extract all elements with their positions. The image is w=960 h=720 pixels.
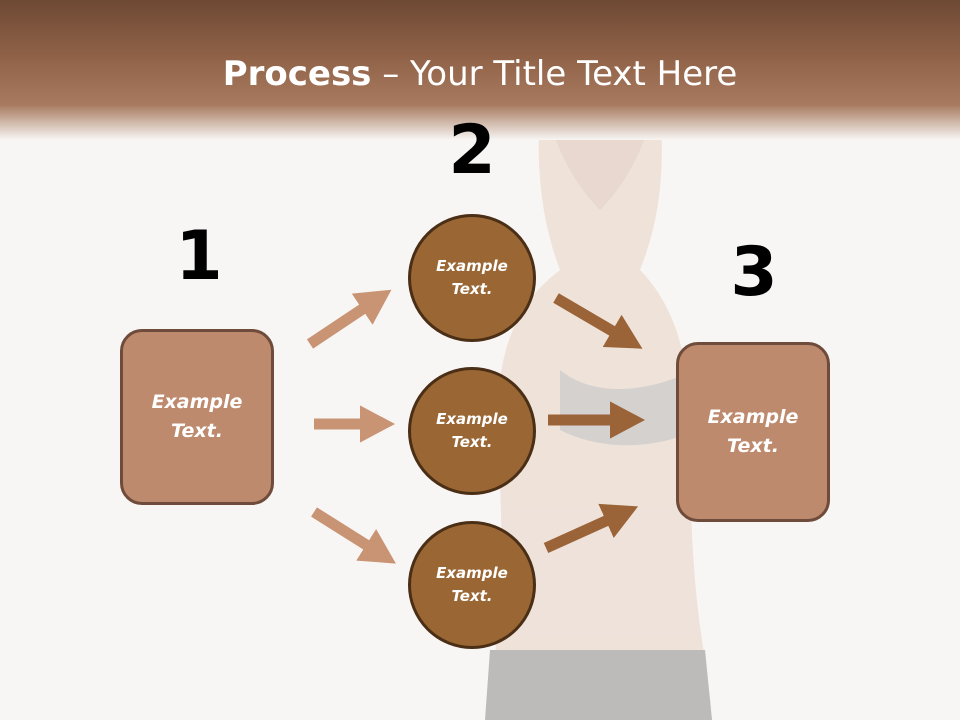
arrow-2c-to-3 [543, 503, 639, 554]
step-1-text-line1: Example [151, 391, 243, 413]
step-2-bottom-text: Example Text. [436, 562, 508, 608]
step-1-box: Example Text. [120, 329, 274, 505]
step-2-middle-line2: Text. [451, 433, 493, 451]
step-number-2: 2 [448, 111, 496, 190]
step-1-text-line2: Text. [171, 420, 223, 442]
step-2-middle-line1: Example [436, 410, 508, 428]
title-bold: Process [222, 54, 372, 94]
step-2-circle-middle: Example Text. [408, 367, 536, 495]
step-2-bottom-line1: Example [436, 564, 508, 582]
step-3-box: Example Text. [676, 342, 830, 522]
step-2-top-line1: Example [436, 257, 508, 275]
step-number-3: 3 [730, 233, 778, 312]
step-2-circle-top: Example Text. [408, 214, 536, 342]
step-3-text: Example Text. [708, 403, 799, 461]
step-2-top-text: Example Text. [436, 255, 508, 301]
slide-title: Process – Your Title Text Here [0, 52, 960, 96]
arrow-1-to-2a [306, 289, 392, 349]
header-band [0, 0, 960, 140]
step-3-text-line1: Example [707, 406, 799, 428]
step-1-text: Example Text. [152, 388, 243, 446]
step-2-bottom-line2: Text. [451, 587, 493, 605]
step-3-text-line2: Text. [727, 435, 779, 457]
arrow-1-to-2c [311, 507, 396, 564]
step-2-circle-bottom: Example Text. [408, 521, 536, 649]
title-rest: – Your Title Text Here [371, 54, 738, 94]
arrow-2a-to-3 [553, 293, 643, 349]
step-2-middle-text: Example Text. [436, 408, 508, 454]
step-2-top-line2: Text. [451, 280, 493, 298]
step-number-1: 1 [175, 217, 223, 296]
